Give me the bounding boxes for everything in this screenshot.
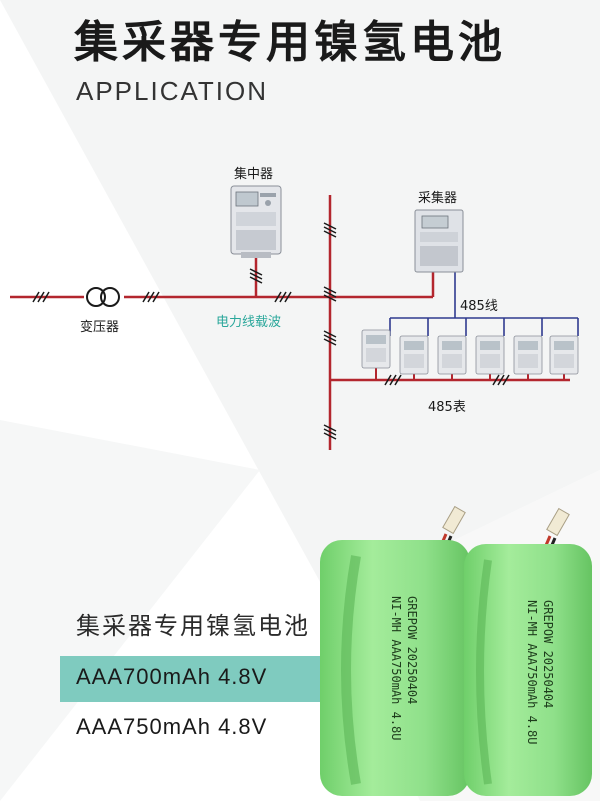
meter-485-1-icon <box>361 329 391 369</box>
cell-print-left-1: GREPOW 20250404 <box>405 596 419 704</box>
page-subtitle: APPLICATION <box>76 76 269 106</box>
cell-print-right-2: NI-MH AAA750mAh 4.8U <box>525 600 539 745</box>
meter-485-5-icon <box>513 335 543 375</box>
product-name: 集采器专用镍氢电池 <box>76 612 310 640</box>
label-transformer: 变压器 <box>80 319 119 335</box>
cell-print-left-2: NI-MH AAA750mAh 4.8U <box>389 596 403 741</box>
application-diagram: 集中器 采集器 变压器 电力线载波 485线 485表 <box>10 166 579 450</box>
battery-cell-right: GREPOW 20250404 NI-MH AAA750mAh 4.8U <box>464 544 592 796</box>
meter-485-6-icon <box>549 335 579 375</box>
collector-device-icon <box>414 209 464 273</box>
concentrator-device-icon <box>230 185 282 258</box>
spec-700mah: AAA700mAh 4.8V <box>76 664 268 689</box>
label-485-meter: 485表 <box>428 400 466 415</box>
meter-485-4-icon <box>475 335 505 375</box>
wire-ticks <box>32 222 510 440</box>
label-plc: 电力线载波 <box>216 315 281 330</box>
page-title: 集采器专用镍氢电池 <box>74 17 506 68</box>
label-concentrator: 集中器 <box>234 166 273 182</box>
label-collector: 采集器 <box>418 190 457 206</box>
spec-750mah: AAA750mAh 4.8V <box>76 714 268 739</box>
transformer-icon <box>84 286 124 308</box>
power-lines <box>10 195 570 450</box>
meter-485-2-icon <box>399 335 429 375</box>
meter-485-3-icon <box>437 335 467 375</box>
cell-print-right-1: GREPOW 20250404 <box>541 600 555 708</box>
battery-pack-image: GREPOW 20250404 NI-MH AAA750mAh 4.8U GRE… <box>320 505 592 796</box>
label-485-line: 485线 <box>460 299 498 314</box>
rs485-bus <box>389 268 579 336</box>
battery-cell-left: GREPOW 20250404 NI-MH AAA750mAh 4.8U <box>320 540 470 796</box>
